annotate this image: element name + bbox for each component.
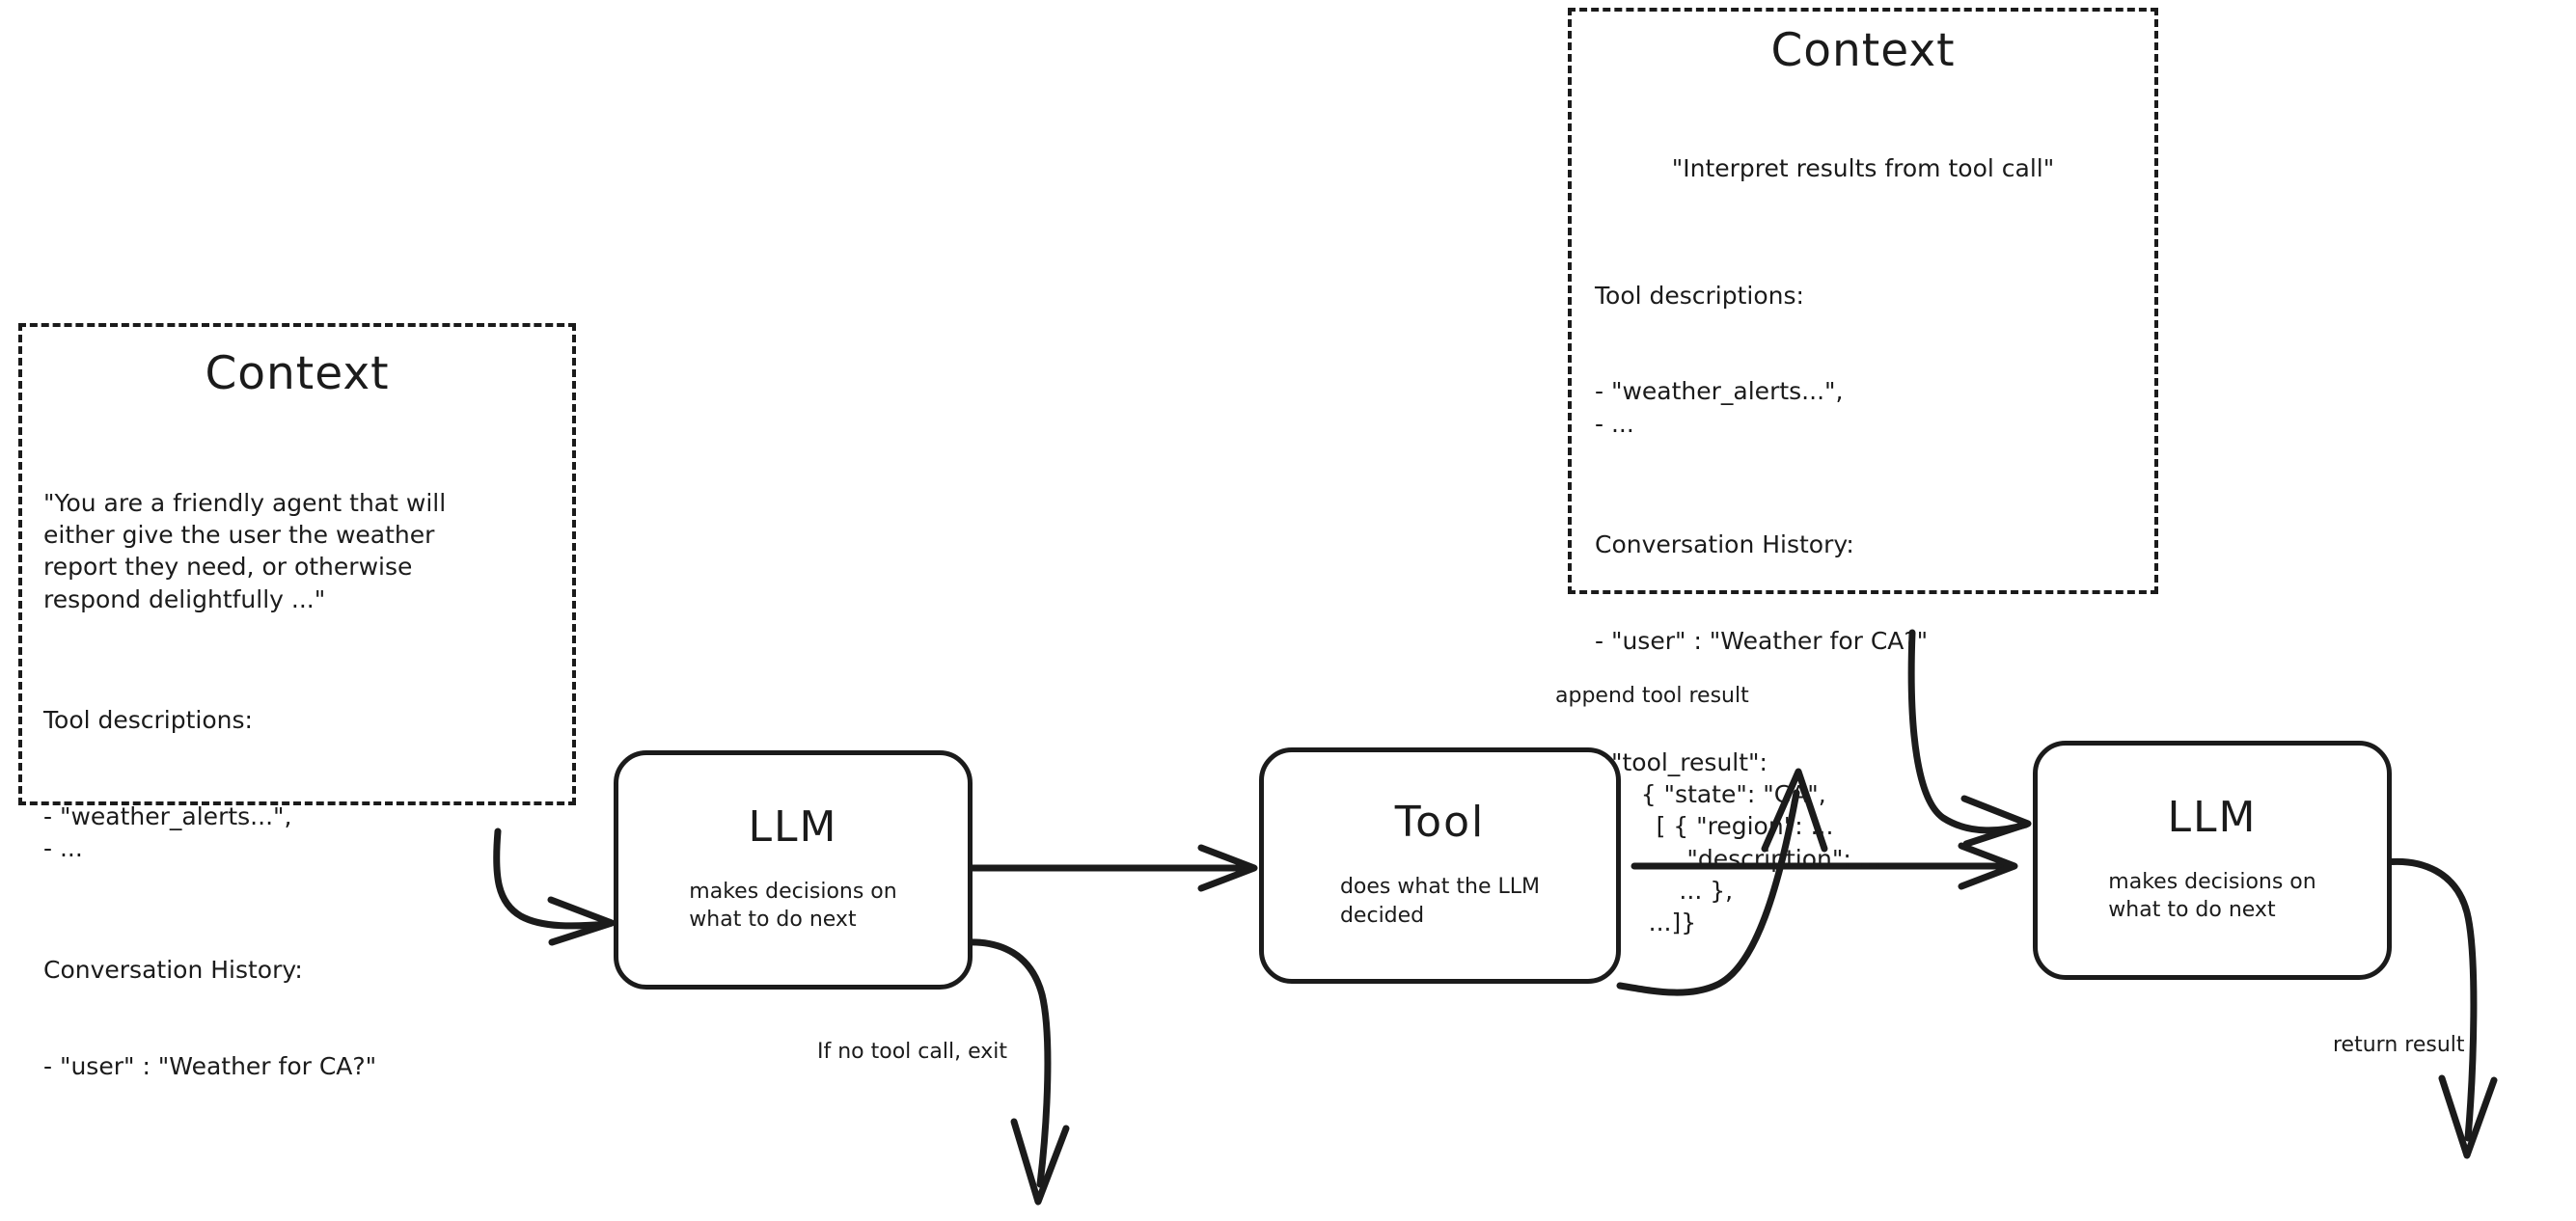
arrow-llm1-exit-head	[1010, 1118, 1070, 1206]
context-left-body: "You are a friendly agent that will eith…	[43, 422, 551, 1146]
context-right-conversation-heading: Conversation History:	[1595, 530, 1854, 559]
context-right-tool-items: - "weather_alerts...", - ...	[1595, 377, 1844, 438]
context-right-body: "Interpret results from tool call" Tool …	[1595, 88, 2131, 1003]
node-llm-second-title: LLM	[2167, 792, 2258, 842]
context-left-tool-items: - "weather_alerts...", - ...	[43, 802, 292, 863]
node-llm-second-subtitle: makes decisions on what to do next	[2108, 869, 2316, 922]
arrow-context-left-to-llm1-head	[547, 896, 616, 946]
context-right-conversation-user: - "user" : "Weather for CA?"	[1595, 627, 1929, 656]
context-left-conversation-items: - "user" : "Weather for CA?"	[43, 1051, 377, 1080]
context-left-title: Context	[205, 347, 390, 400]
context-right-system-prompt: "Interpret results from tool call"	[1671, 153, 2055, 182]
arrow-llm1-to-tool-head	[1197, 844, 1258, 892]
context-left-system-prompt: "You are a friendly agent that will eith…	[43, 488, 447, 613]
context-right-tool-heading: Tool descriptions:	[1595, 281, 1804, 310]
node-tool-subtitle: does what the LLM decided	[1339, 875, 1541, 928]
edge-label-append-tool-result: append tool result	[1555, 684, 1749, 708]
node-llm-second[interactable]: LLM makes decisions on what to do next	[2033, 741, 2392, 980]
context-right-title: Context	[1770, 24, 1956, 77]
arrow-llm2-return-head	[2438, 1074, 2498, 1159]
arrow-llm2-return	[2381, 857, 2478, 1142]
edge-label-return-result: return result	[2333, 1033, 2465, 1057]
context-card-right: Context "Interpret results from tool cal…	[1568, 8, 2158, 936]
node-llm-first-subtitle: makes decisions on what to do next	[689, 879, 897, 932]
context-right-conversation-tool-result: - "tool_result": { "state": "CA", [ { "r…	[1595, 747, 1882, 937]
node-tool-title: Tool	[1394, 798, 1486, 848]
node-tool[interactable]: Tool does what the LLM decided	[1259, 747, 1621, 984]
context-left-tool-heading: Tool descriptions:	[43, 706, 253, 735]
node-llm-first[interactable]: LLM makes decisions on what to do next	[614, 750, 973, 990]
node-llm-first-title: LLM	[748, 801, 838, 852]
edge-label-if-no-tool-call-exit: If no tool call, exit	[817, 1040, 1007, 1064]
context-left-conversation-heading: Conversation History:	[43, 956, 303, 985]
context-card-left: Context "You are a friendly agent that w…	[18, 323, 576, 1080]
